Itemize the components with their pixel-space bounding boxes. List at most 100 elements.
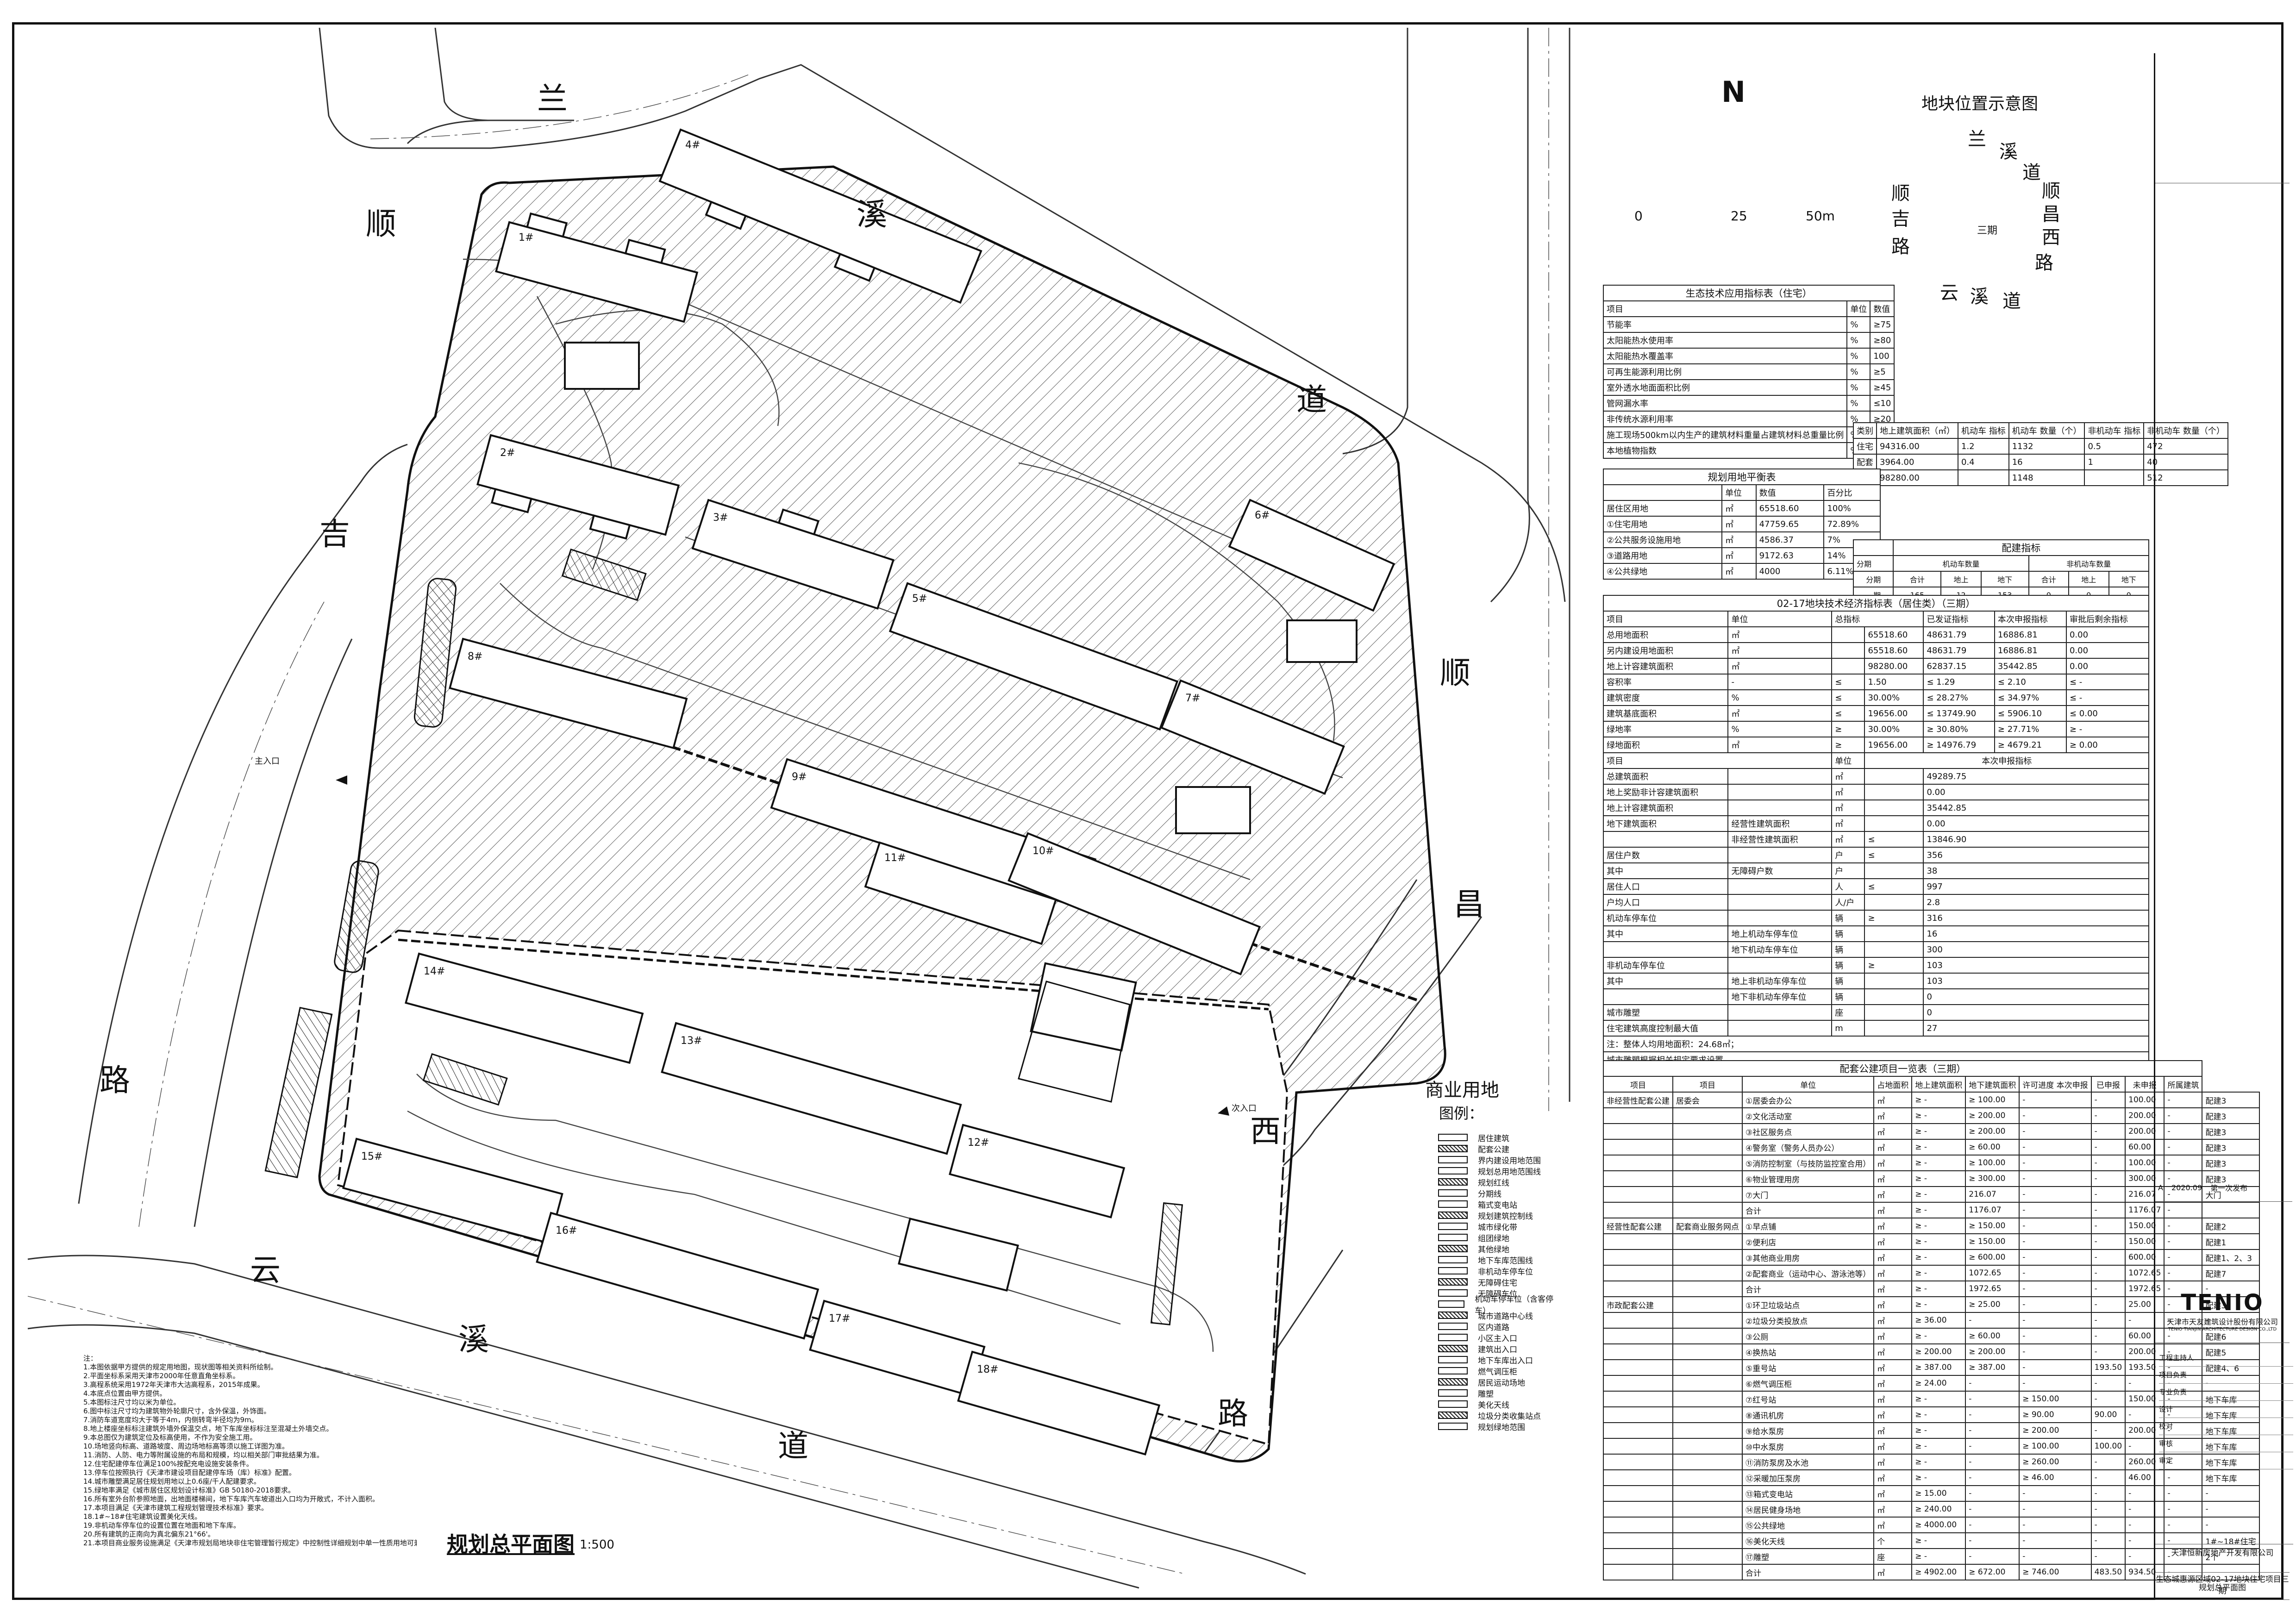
table-cell: ④警务室（警务人员办公） bbox=[1741, 1139, 1875, 1156]
table-cell: ②文化活动室 bbox=[1741, 1107, 1875, 1124]
table-cell: 2个 bbox=[2202, 1548, 2260, 1565]
table-cell: 16886.81 bbox=[1994, 626, 2067, 643]
table-cell: - bbox=[2090, 1249, 2126, 1266]
svg-text:10#: 10# bbox=[1032, 845, 1054, 857]
table-cell bbox=[1727, 1020, 1833, 1037]
table-cell bbox=[1603, 1501, 1673, 1518]
table-cell: - bbox=[2090, 1155, 2126, 1171]
table-cell: 地上非机动车停车位 bbox=[1727, 973, 1833, 989]
table-cell: - bbox=[2164, 1517, 2203, 1533]
loc-label: 溪 bbox=[1970, 286, 1989, 307]
table-cell: 38 bbox=[1923, 862, 2149, 879]
table-cell: 260.00 bbox=[2125, 1454, 2165, 1470]
table-cell: - bbox=[2019, 1186, 2092, 1203]
table-cell: 1972.65 bbox=[1965, 1280, 2020, 1297]
legend-label: 垃圾分类收集站点 bbox=[1478, 1412, 1541, 1421]
table-cell: 配建3 bbox=[2202, 1107, 2260, 1124]
table-row: 建筑密度%≤30.00%≤ 28.27%≤ 34.97%≤ - bbox=[1602, 689, 2150, 706]
table-cell bbox=[1672, 1155, 1743, 1171]
table-cell: ≥ - bbox=[1911, 1139, 1966, 1156]
table-cell: 合计 bbox=[2028, 571, 2070, 587]
note-line: 2.平面坐标系采用天津市2000年任意直角坐标系。 bbox=[83, 1372, 240, 1380]
table-row: ②配套商业（运动中心、游泳池等）㎡≥ -1072.65--1072.65-配建7 bbox=[1603, 1265, 2260, 1281]
table-cell: 合计 bbox=[1741, 1280, 1875, 1297]
table-cell: ㎡ bbox=[1873, 1123, 1913, 1140]
table-cell: 72.89% bbox=[1823, 516, 1881, 532]
table-cell: 配建3 bbox=[2202, 1092, 2260, 1108]
table-cell: 机动车数量 bbox=[1893, 555, 2029, 572]
table-cell: 35442.85 bbox=[1923, 800, 2149, 816]
table-row: 类别地上建筑面积（㎡）机动车 指标机动车 数量（个）非机动车 指标非机动车 数量… bbox=[1853, 422, 2228, 439]
table-cell: - bbox=[2164, 1107, 2203, 1124]
table-cell: - bbox=[2090, 1218, 2126, 1234]
legend-label: 地下车库出入口 bbox=[1478, 1356, 1533, 1366]
table-cell: 配建2 bbox=[2202, 1218, 2260, 1234]
table-cell: 48631.79 bbox=[1923, 642, 1995, 659]
table-cell: ④换热站 bbox=[1741, 1343, 1875, 1360]
table-cell bbox=[1672, 1454, 1743, 1470]
legend-item: 地下车库范围线 bbox=[1438, 1254, 1558, 1266]
table-cell: ㎡ bbox=[1721, 547, 1757, 564]
table-cell: 65518.60 bbox=[1864, 626, 1924, 643]
table-cell: 49289.75 bbox=[1923, 768, 2149, 785]
table-cell: - bbox=[1965, 1517, 2020, 1533]
table-cell: - bbox=[2202, 1485, 2260, 1502]
legend-label: 城市道路中心线 bbox=[1478, 1312, 1533, 1321]
legend-swatch bbox=[1438, 1423, 1468, 1430]
table-cell: 本地植物指数 bbox=[1602, 442, 1848, 459]
table-cell: - bbox=[2164, 1359, 2203, 1376]
loc-label: 吉 bbox=[1891, 208, 1910, 230]
table-cell bbox=[1603, 1469, 1673, 1486]
table-cell: ⑩中水泵房 bbox=[1741, 1438, 1875, 1455]
table-cell: 建筑密度 bbox=[1602, 689, 1729, 706]
table-cell bbox=[1603, 1233, 1673, 1250]
table-cell: - bbox=[2090, 1139, 2126, 1156]
table-row: 居住户数户≤356 bbox=[1602, 847, 2149, 863]
table-cell: ㎡ bbox=[1873, 1249, 1913, 1266]
street-char: 道 bbox=[778, 1428, 808, 1464]
legend-label: 规划建筑控制线 bbox=[1478, 1212, 1533, 1221]
scale-label-25: 25 bbox=[1731, 208, 1747, 224]
note-line: 13.停车位按照执行《天津市建设项目配建停车场（库）标准》配置。 bbox=[83, 1468, 296, 1477]
table-cell: 分期 bbox=[1852, 555, 1894, 572]
table-cell: 居委会 bbox=[1672, 1092, 1743, 1108]
legend-swatch bbox=[1438, 1378, 1468, 1386]
table-cell: 65518.60 bbox=[1755, 500, 1825, 517]
table-cell: 户 bbox=[1831, 847, 1865, 863]
table-cell: 0 bbox=[1923, 988, 2149, 1005]
table-cell: ≤ bbox=[1831, 705, 1865, 722]
role-label: 项目负责 bbox=[2159, 1367, 2293, 1384]
street-char: 西 bbox=[1250, 1113, 1281, 1149]
table-cell: ㎡ bbox=[1873, 1343, 1913, 1360]
legend-label: 燃气调压柜 bbox=[1478, 1367, 1517, 1377]
table-cell: 1148 bbox=[2008, 469, 2085, 486]
table-cell: - bbox=[2019, 1249, 2092, 1266]
table-cell: - bbox=[2164, 1485, 2203, 1502]
building-13 bbox=[661, 1022, 962, 1155]
table-cell: - bbox=[2090, 1280, 2126, 1297]
table-cell: 项目 bbox=[1672, 1076, 1743, 1093]
table-cell: - bbox=[1965, 1501, 2020, 1518]
role-label: 工程主持人 bbox=[2159, 1349, 2293, 1367]
table-cell: 19656.00 bbox=[1864, 705, 1924, 722]
table-cell: 居住户数 bbox=[1602, 847, 1729, 863]
table-cell bbox=[1672, 1343, 1743, 1360]
table-cell: ㎡ bbox=[1873, 1139, 1913, 1156]
table-cell: - bbox=[2125, 1375, 2165, 1392]
table-cell: ⑧通讯机房 bbox=[1741, 1406, 1875, 1423]
svg-text:8#: 8# bbox=[468, 651, 482, 662]
table-cell bbox=[1864, 784, 1924, 800]
building-11 bbox=[864, 841, 1057, 945]
table-cell bbox=[1864, 1020, 1924, 1037]
table-cell: 辆 bbox=[1831, 925, 1865, 942]
table-cell: 512 bbox=[2143, 469, 2228, 486]
table-cell: ≥80 bbox=[1870, 332, 1895, 349]
table-cell: ≥ 0.00 bbox=[2065, 737, 2150, 753]
table-cell bbox=[1727, 894, 1833, 911]
table-cell bbox=[1603, 1170, 1673, 1187]
table-cell: - bbox=[2019, 1343, 2092, 1360]
